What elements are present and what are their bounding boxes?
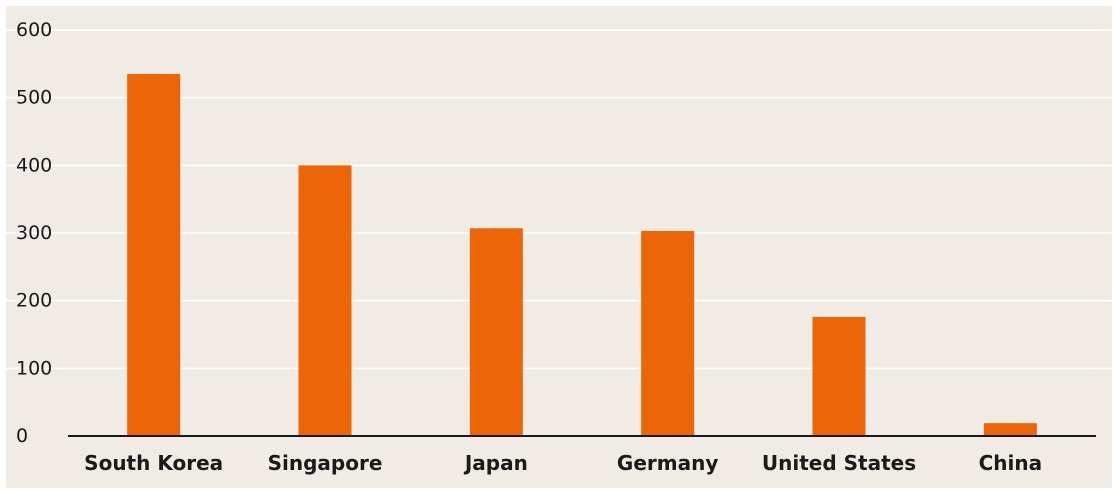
y-tick-label: 0 [16, 425, 28, 447]
y-tick-label: 300 [16, 222, 52, 244]
y-tick-label: 500 [16, 87, 52, 109]
y-tick-label: 200 [16, 290, 52, 312]
bar-singapore [298, 165, 352, 437]
x-tick-label: South Korea [84, 451, 223, 475]
y-tick-label: 400 [16, 154, 52, 176]
y-tick-label: 100 [16, 357, 52, 379]
bar-united-states [812, 316, 866, 436]
chart-container: 0 100 200 300 400 500 600 South Korea Singapore… [6, 6, 1112, 488]
x-tick-label: China [979, 451, 1043, 475]
x-tick-label: Japan [463, 451, 528, 475]
bar-china [983, 423, 1037, 436]
x-tick-labels: South Korea Singapore Japan Germany United S… [84, 451, 1042, 475]
y-tick-labels: 0 100 200 300 400 500 600 [16, 19, 52, 447]
x-tick-label: Singapore [268, 451, 383, 475]
x-tick-label: Germany [617, 451, 718, 475]
bar-south-korea [127, 73, 181, 436]
bar-chart: 0 100 200 300 400 500 600 South Korea Singapore… [6, 19, 1112, 475]
bars [127, 73, 1037, 437]
bar-japan [469, 228, 523, 436]
y-tick-label: 600 [16, 19, 52, 41]
x-tick-label: United States [762, 451, 916, 475]
bar-germany [641, 230, 695, 436]
grid-lines [6, 29, 1112, 370]
